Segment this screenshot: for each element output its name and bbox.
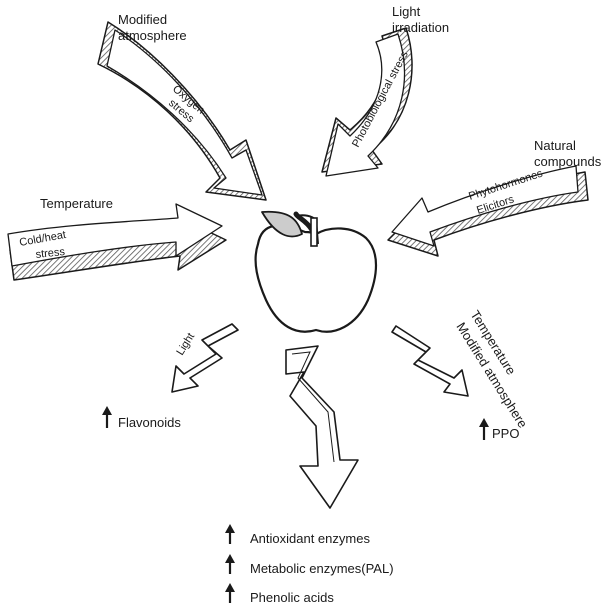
ppo-label: PPO [492,426,519,441]
temperature-ppo-arrow [392,326,468,396]
light-irradiation-label-line2: irradiation [392,20,449,35]
metabolic-enzymes-label: Metabolic enzymes(PAL) [250,561,394,576]
light-trigger-label: Light [174,331,197,358]
ppo-up-arrow-icon [479,418,489,440]
apple-illustration [256,212,376,332]
temperature-label: Temperature [40,196,113,211]
photobiological-stress-arrow [322,28,412,176]
light-irradiation-label-line1: Light [392,4,421,19]
phenolic-acids-label: Phenolic acids [250,590,334,605]
natural-compounds-label-line2: compounds [534,154,602,169]
antioxidant-enzymes-label: Antioxidant enzymes [250,531,370,546]
main-response-arrow [286,346,358,508]
natural-compounds-label-line1: Natural [534,138,576,153]
modified-atmosphere-label-line2: atmosphere [118,28,187,43]
modified-atmosphere-label-line1: Modified [118,12,167,27]
phenolic-acids-up-arrow-icon [225,583,235,603]
light-flavonoids-arrow [172,324,238,392]
metabolic-enzymes-up-arrow-icon [225,554,235,574]
flavonoids-up-arrow-icon [102,406,112,428]
flavonoids-label: Flavonoids [118,415,181,430]
antioxidant-enzymes-up-arrow-icon [225,524,235,544]
